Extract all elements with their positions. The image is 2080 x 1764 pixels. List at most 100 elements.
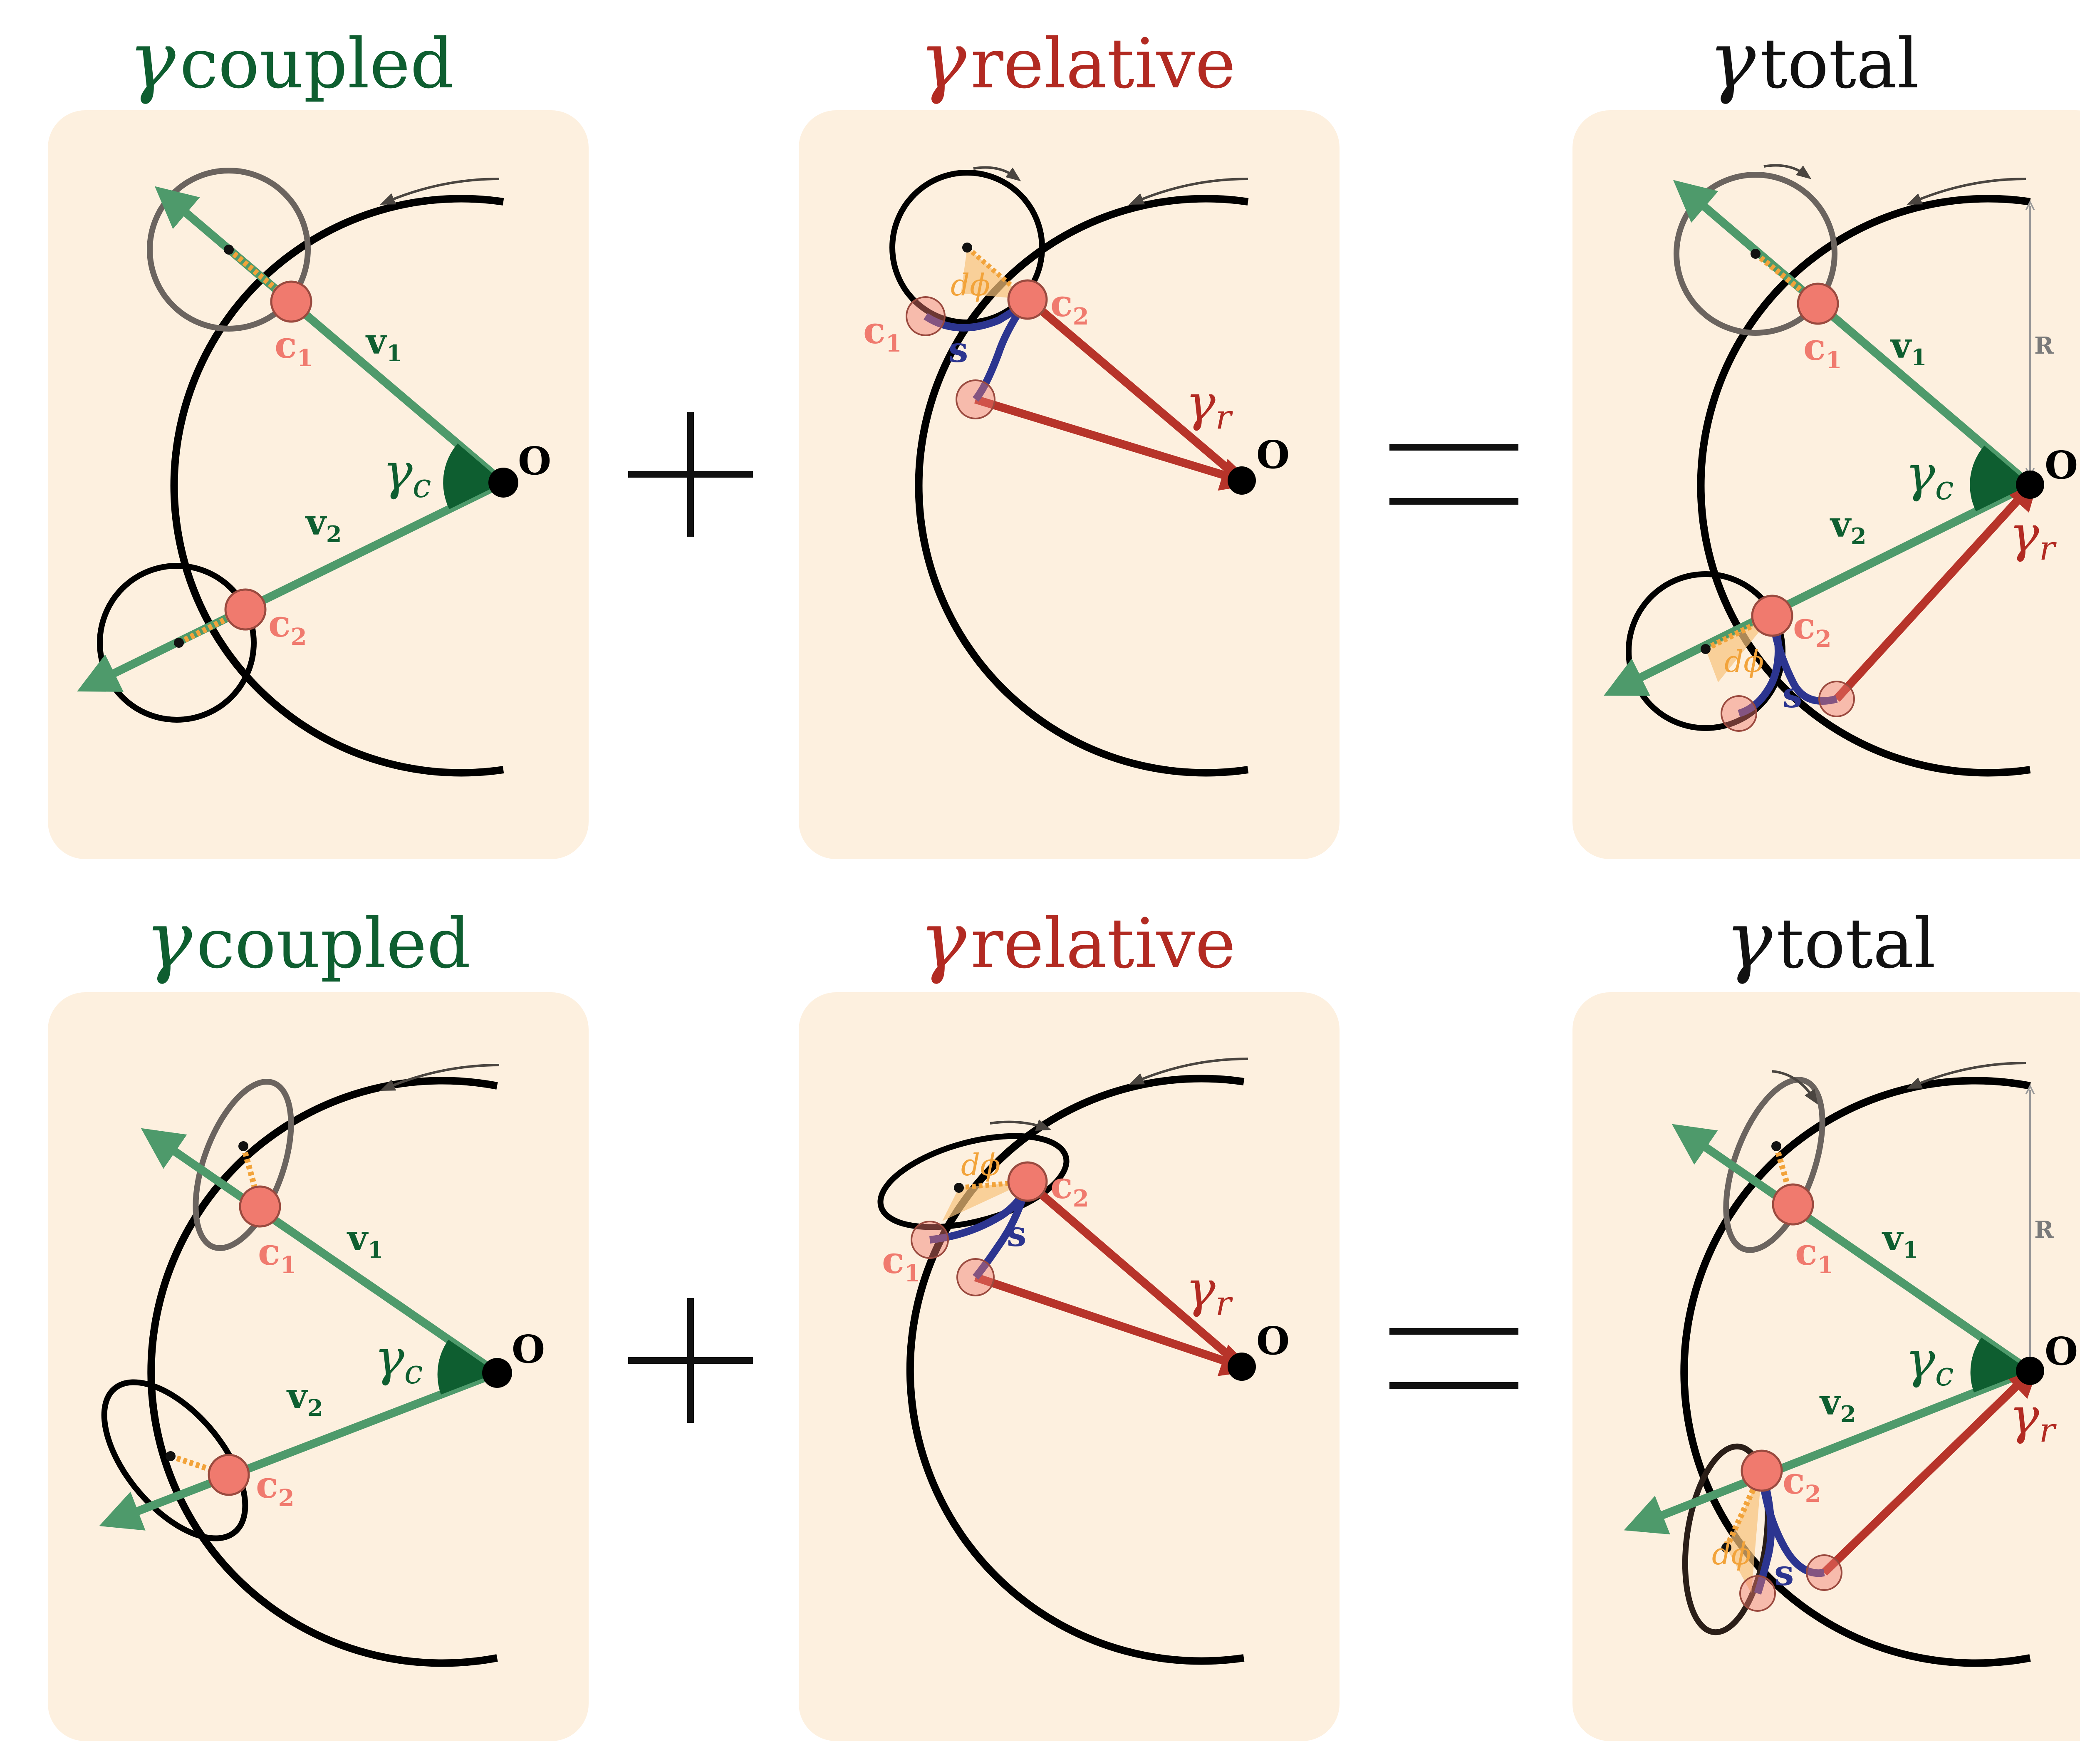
label-v1: v1 (365, 321, 402, 367)
loop-center-c1 (1771, 1141, 1781, 1151)
contact-point-c1-ghost (906, 296, 946, 336)
label-gamma-c: γc (1905, 1331, 1954, 1393)
link-s-left (1754, 1469, 1775, 1595)
vector-v2 (1604, 481, 2032, 696)
dashed-radius-c2 (1723, 1469, 1765, 1549)
loop-rotation-arrow (973, 166, 1021, 181)
loop-center-c1 (1751, 249, 1761, 259)
reference-arc (147, 1077, 498, 1667)
contact-point-c2 (1751, 595, 1793, 637)
arm-gamma-r (974, 1273, 1255, 1376)
plus-sign-row2 (628, 1298, 753, 1423)
label-dphi: dϕ (1724, 644, 1764, 679)
contact-point-c1-ghost (911, 1221, 949, 1259)
label-gamma-r: γr (1186, 1261, 1233, 1323)
dashed-radius-c1 (1773, 1145, 1796, 1205)
label-origin: O (518, 439, 551, 483)
label-v2: v2 (286, 1375, 323, 1421)
loop-center (954, 1183, 964, 1193)
contact-point-c1 (1772, 1183, 1814, 1226)
arm-gamma-r (974, 395, 1255, 491)
origin-point (1228, 466, 1256, 495)
link-s-lower (972, 297, 1031, 402)
diagram-total-row2: R c1 c2 v1 v2 γc γr dϕ s O (1624, 1062, 2078, 1667)
diagram-coupled-row2: c1 c2 v1 v2 γc O (99, 1064, 545, 1667)
contact-point-c2 (1007, 279, 1048, 320)
loop-center-c1 (238, 1141, 248, 1151)
label-radius: R (2034, 332, 2054, 359)
contact-point-c1 (270, 280, 312, 323)
loop-c2 (97, 563, 257, 723)
equals-sign-row2 (1389, 1328, 1518, 1389)
dphi-wedge (1726, 1471, 1762, 1593)
origin-point (2016, 1357, 2044, 1385)
label-s: s (1783, 674, 1802, 716)
origin-point (1228, 1353, 1256, 1381)
label-v1: v1 (347, 1217, 383, 1263)
label-c1: c1 (258, 1230, 297, 1279)
diagram-total-row1: R c1 c2 v1 v2 γc γr dϕ s O (1604, 164, 2078, 777)
diagram-relative-row2: dϕ c2 c1 s γr O (877, 1058, 1290, 1665)
label-c1: c1 (1795, 1230, 1834, 1279)
label-v1: v1 (1882, 1217, 1918, 1263)
label-c1: c1 (882, 1239, 921, 1287)
loop-c2 (889, 170, 1045, 325)
contact-point-ghost-right (1806, 1554, 1842, 1591)
label-gamma-r: γr (1186, 374, 1233, 436)
reference-arc (1680, 1077, 2031, 1667)
vector-v2 (1624, 1367, 2032, 1535)
title-relative-row2: γrelative (919, 894, 1236, 986)
vector-v1 (141, 1128, 500, 1377)
dashed-radius (958, 1179, 1028, 1190)
loop-c2 (101, 1379, 248, 1541)
label-radius: R (2034, 1216, 2054, 1244)
origin-point (488, 468, 518, 498)
loop-center-c2 (166, 1451, 176, 1461)
vector-v2 (99, 1369, 499, 1531)
label-c2: c2 (1050, 282, 1089, 330)
panel-relative-row1 (799, 110, 1340, 859)
reference-arc (1697, 195, 2031, 777)
contact-point-ghost (956, 379, 995, 419)
rotation-arrow (1907, 178, 2026, 205)
label-c2: c2 (268, 602, 307, 651)
label-dphi: dϕ (951, 268, 990, 302)
angle-gamma-c-wedge (443, 443, 503, 509)
label-c1: c1 (863, 309, 902, 357)
contact-point-c1 (239, 1185, 281, 1228)
label-c2: c2 (1050, 1164, 1089, 1212)
contact-point-ghost-right (1818, 681, 1855, 717)
origin-point (482, 1358, 512, 1388)
contact-point-c2 (208, 1454, 250, 1496)
panel-coupled-row1 (48, 110, 589, 859)
loop-c2 (877, 1133, 1070, 1230)
contact-point-c2 (224, 588, 267, 631)
label-c1: c1 (275, 323, 313, 372)
vector-v1 (1673, 180, 2033, 488)
reference-arc (170, 195, 504, 777)
label-dphi: dϕ (961, 1147, 1000, 1182)
loop-center-c2 (174, 638, 184, 648)
angle-gamma-c-wedge (1970, 446, 2030, 511)
equals-sign-row1 (1389, 444, 1518, 505)
title-total-row1: γtotal (1709, 14, 1919, 106)
panel-total-row1 (1572, 110, 2080, 859)
rotation-arrow (380, 178, 500, 205)
label-v2: v2 (305, 502, 342, 548)
origin-point (2016, 471, 2044, 499)
contact-point-c2 (1741, 1449, 1783, 1492)
link-s-left (1738, 614, 1782, 717)
loop-rotation-arrow (990, 1119, 1052, 1131)
label-gamma-r: γr (2009, 1387, 2057, 1449)
title-coupled-row1: γcoupled (128, 14, 454, 106)
contact-point-ghost-left (1739, 1575, 1776, 1612)
angle-gamma-c-wedge (437, 1340, 497, 1395)
panel-backgrounds (48, 110, 2080, 1741)
loop-center-c1 (224, 245, 234, 255)
loop-c2 (1682, 1443, 1771, 1635)
arm-gamma-r (1833, 477, 2039, 702)
operators (628, 412, 1518, 1423)
contact-point-c1 (1797, 282, 1839, 325)
loop-c1 (1723, 1077, 1825, 1253)
label-origin: O (1256, 1318, 1290, 1363)
